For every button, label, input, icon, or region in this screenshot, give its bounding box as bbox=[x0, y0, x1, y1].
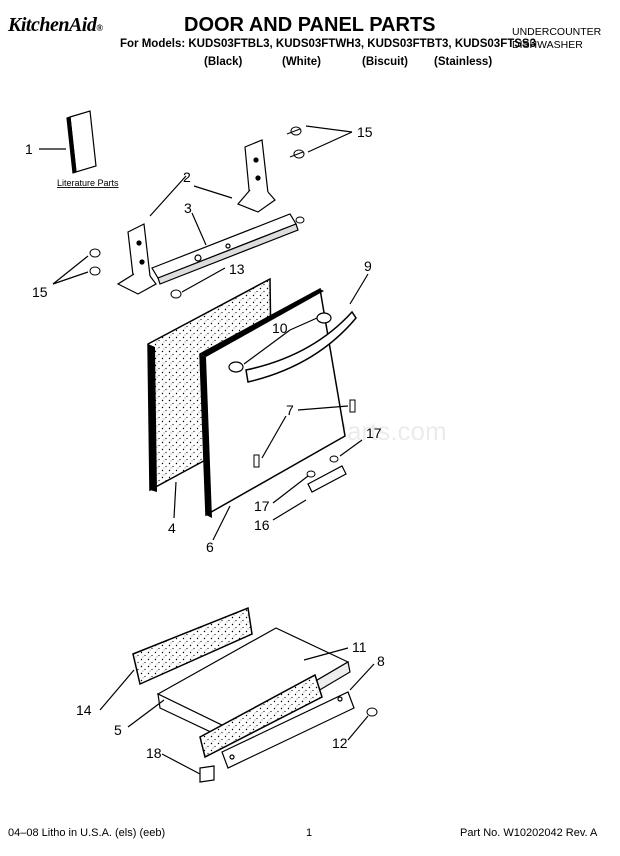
page-number: 1 bbox=[306, 827, 313, 839]
toe-plate bbox=[221, 691, 355, 769]
literature-booklet bbox=[66, 110, 97, 174]
color-label-biscuit: (Biscuit) bbox=[362, 56, 408, 68]
screw bbox=[366, 707, 378, 717]
door-handle bbox=[245, 310, 357, 383]
callout-label: 8 bbox=[377, 653, 385, 669]
part-number: Part No. W10202042 Rev. A bbox=[460, 827, 598, 839]
page-header: KitchenAid® DOOR AND PANEL PARTS For Mod… bbox=[0, 0, 620, 80]
callout-label: 9 bbox=[364, 258, 372, 274]
kick-insulation bbox=[199, 673, 323, 759]
callout-label: 5 bbox=[114, 722, 122, 738]
callout-label: 10 bbox=[272, 320, 288, 336]
door-channel bbox=[151, 213, 299, 285]
product-type: UNDERCOUNTER DISHWASHER bbox=[512, 26, 601, 52]
retainer-clip bbox=[199, 765, 215, 783]
handle-spacer bbox=[228, 312, 332, 373]
callout-label: 1 bbox=[25, 141, 33, 157]
callout-label: 6 bbox=[206, 539, 214, 555]
callout-label: 7 bbox=[286, 402, 294, 418]
registered-mark: ® bbox=[96, 23, 103, 33]
callout-label: 13 bbox=[229, 261, 245, 277]
callout-label: 17 bbox=[254, 498, 270, 514]
product-type-line1: UNDERCOUNTER bbox=[512, 26, 602, 38]
callout-label: 2 bbox=[183, 169, 191, 185]
insulation-panel-edge bbox=[148, 344, 157, 492]
models-line: For Models: KUDS03FTBL3, KUDS03FTWH3, KU… bbox=[120, 38, 536, 50]
hinge-bracket-left bbox=[116, 223, 157, 295]
callout-label: 11 bbox=[352, 639, 367, 655]
litho-note: 04–08 Litho in U.S.A. (els) (eeb) bbox=[8, 827, 166, 839]
screw bbox=[89, 126, 305, 299]
callout-label: 18 bbox=[146, 745, 162, 761]
outer-door-panel bbox=[199, 287, 346, 518]
color-label-white: (White) bbox=[282, 56, 321, 68]
badge-clip bbox=[306, 455, 339, 478]
callout-label: 15 bbox=[32, 284, 48, 300]
product-type-line2: DISHWASHER bbox=[512, 39, 583, 51]
callout-label: 3 bbox=[184, 200, 192, 216]
callout-label: 14 bbox=[76, 702, 92, 718]
callout-label: 12 bbox=[332, 735, 348, 751]
callout-label: 4 bbox=[168, 520, 176, 536]
leader-lines bbox=[39, 125, 375, 775]
page-title: DOOR AND PANEL PARTS bbox=[184, 14, 436, 36]
control-badge bbox=[307, 465, 347, 493]
color-label-black: (Black) bbox=[204, 56, 243, 68]
toe-insulation bbox=[132, 606, 253, 686]
hinge-bracket-right bbox=[236, 139, 276, 213]
callout-label: 16 bbox=[254, 517, 270, 533]
mounting-pin bbox=[253, 399, 356, 468]
brand-logo: KitchenAid® bbox=[8, 14, 103, 36]
callout-label: 17 bbox=[366, 425, 382, 441]
literature-label: Literature Parts bbox=[57, 178, 119, 188]
callout-label: 15 bbox=[357, 124, 373, 140]
color-label-stainless: (Stainless) bbox=[434, 56, 493, 68]
